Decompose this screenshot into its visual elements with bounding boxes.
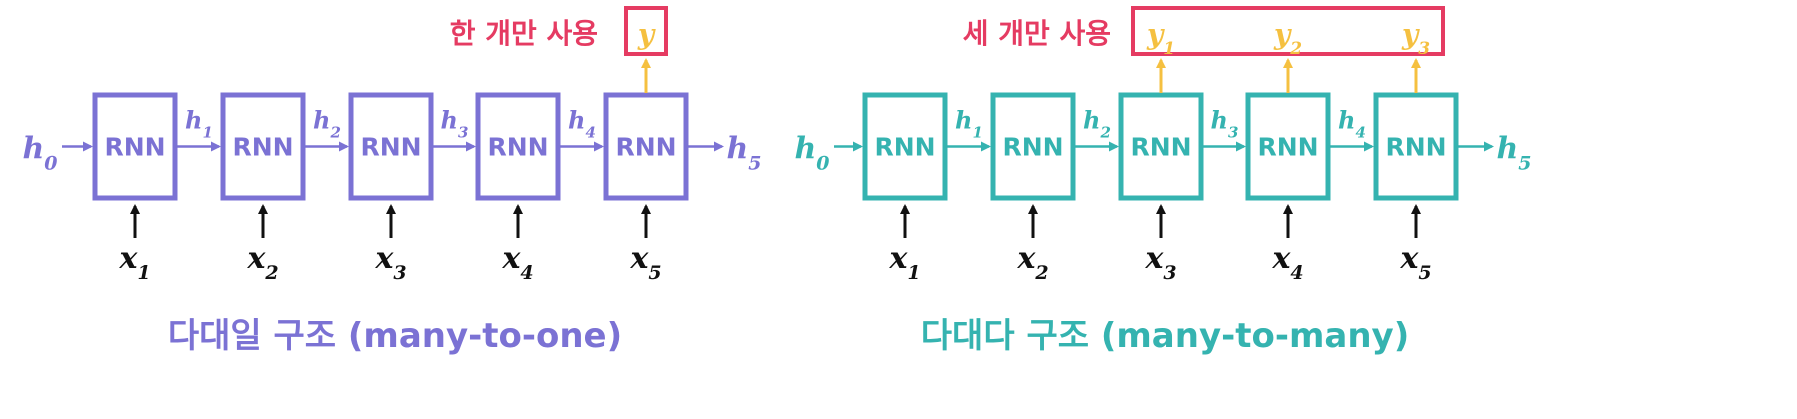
left-output-highlight-box <box>624 6 668 56</box>
right-rnn-cell-2 <box>990 92 1076 201</box>
left-input-label-3: x3 <box>374 241 406 284</box>
right-hidden-state-label-1: h1 <box>955 106 983 142</box>
left-rnn-cell-label: RNN <box>360 133 421 162</box>
left-input-label-4: x4 <box>501 241 533 284</box>
left-h0-label: h0 <box>22 132 57 175</box>
right-arrows <box>834 58 1494 238</box>
left-labels: h0 h1 h2 h3 h4 h5 x1 x2 x3 x4 x5 y <box>22 18 761 284</box>
left-rnn-cell-label: RNN <box>232 133 293 162</box>
right-input-label-1: x1 <box>888 241 920 284</box>
right-input-label-4: x4 <box>1271 241 1303 284</box>
left-rnn-cell-label: RNN <box>487 133 548 162</box>
left-hidden-state-label-3: h3 <box>441 106 469 142</box>
right-rnn-cell-4 <box>1245 92 1331 201</box>
right-output-label-2: y2 <box>1273 18 1302 59</box>
right-input-label-5: x5 <box>1399 241 1431 284</box>
right-rnn-cell-label: RNN <box>1130 133 1191 162</box>
left-rnn-cell-label: RNN <box>615 133 676 162</box>
right-h5-label: h5 <box>1496 132 1531 175</box>
left-rnn-cell-label: RNN <box>104 133 165 162</box>
left-input-label-5: x5 <box>629 241 661 284</box>
right-output-label-1: y1 <box>1146 18 1175 59</box>
left-rnn-cell-4 <box>475 92 561 201</box>
left-rnn-cell-5 <box>603 92 689 201</box>
many-to-one-diagram: 한 개만 사용 RNN RNN RNN RNN RNN h0 h1 h2 h3 h4 h5 x1 x2… <box>22 6 762 356</box>
left-rnn-cell-3 <box>348 92 434 201</box>
right-hidden-state-label-4: h4 <box>1338 106 1366 142</box>
right-callout-label: 세 개만 사용 <box>963 17 1111 50</box>
right-caption: 다대다 구조 (many-to-many) <box>921 316 1409 356</box>
right-rnn-cell-3 <box>1118 92 1204 201</box>
right-input-label-3: x3 <box>1144 241 1176 284</box>
right-output-highlight-box <box>1131 6 1445 56</box>
right-output-label-3: y3 <box>1401 18 1430 59</box>
left-hidden-state-label-4: h4 <box>568 106 596 142</box>
left-input-label-1: x1 <box>118 241 150 284</box>
left-arrows <box>62 58 724 238</box>
left-output-label-1: y <box>637 18 656 51</box>
left-rnn-cell-1 <box>92 92 178 201</box>
right-h0-label: h0 <box>794 132 829 175</box>
right-hidden-state-label-3: h3 <box>1211 106 1239 142</box>
left-rnn-cell-2 <box>220 92 306 201</box>
left-h5-label: h5 <box>726 132 761 175</box>
left-input-label-2: x2 <box>246 241 278 284</box>
right-rnn-cell-label: RNN <box>1385 133 1446 162</box>
left-hidden-state-label-2: h2 <box>313 106 341 142</box>
right-hidden-state-label-2: h2 <box>1083 106 1111 142</box>
right-cells: RNN RNN RNN RNN RNN <box>862 92 1459 201</box>
right-rnn-cell-1 <box>862 92 948 201</box>
left-callout-label: 한 개만 사용 <box>450 17 598 50</box>
right-input-label-2: x2 <box>1016 241 1048 284</box>
left-caption: 다대일 구조 (many-to-one) <box>168 316 622 356</box>
right-rnn-cell-label: RNN <box>874 133 935 162</box>
right-rnn-cell-label: RNN <box>1257 133 1318 162</box>
many-to-many-diagram: 세 개만 사용 RNN RNN RNN RNN RNN h0 h1 h2 h3 h4 h5 x1 x2… <box>794 6 1532 356</box>
left-hidden-state-label-1: h1 <box>185 106 213 142</box>
right-labels: h0 h1 h2 h3 h4 h5 x1 x2 x3 x4 x5 y1 y2 y3 <box>794 18 1531 284</box>
left-cells: RNN RNN RNN RNN RNN <box>92 92 689 201</box>
right-rnn-cell-label: RNN <box>1002 133 1063 162</box>
